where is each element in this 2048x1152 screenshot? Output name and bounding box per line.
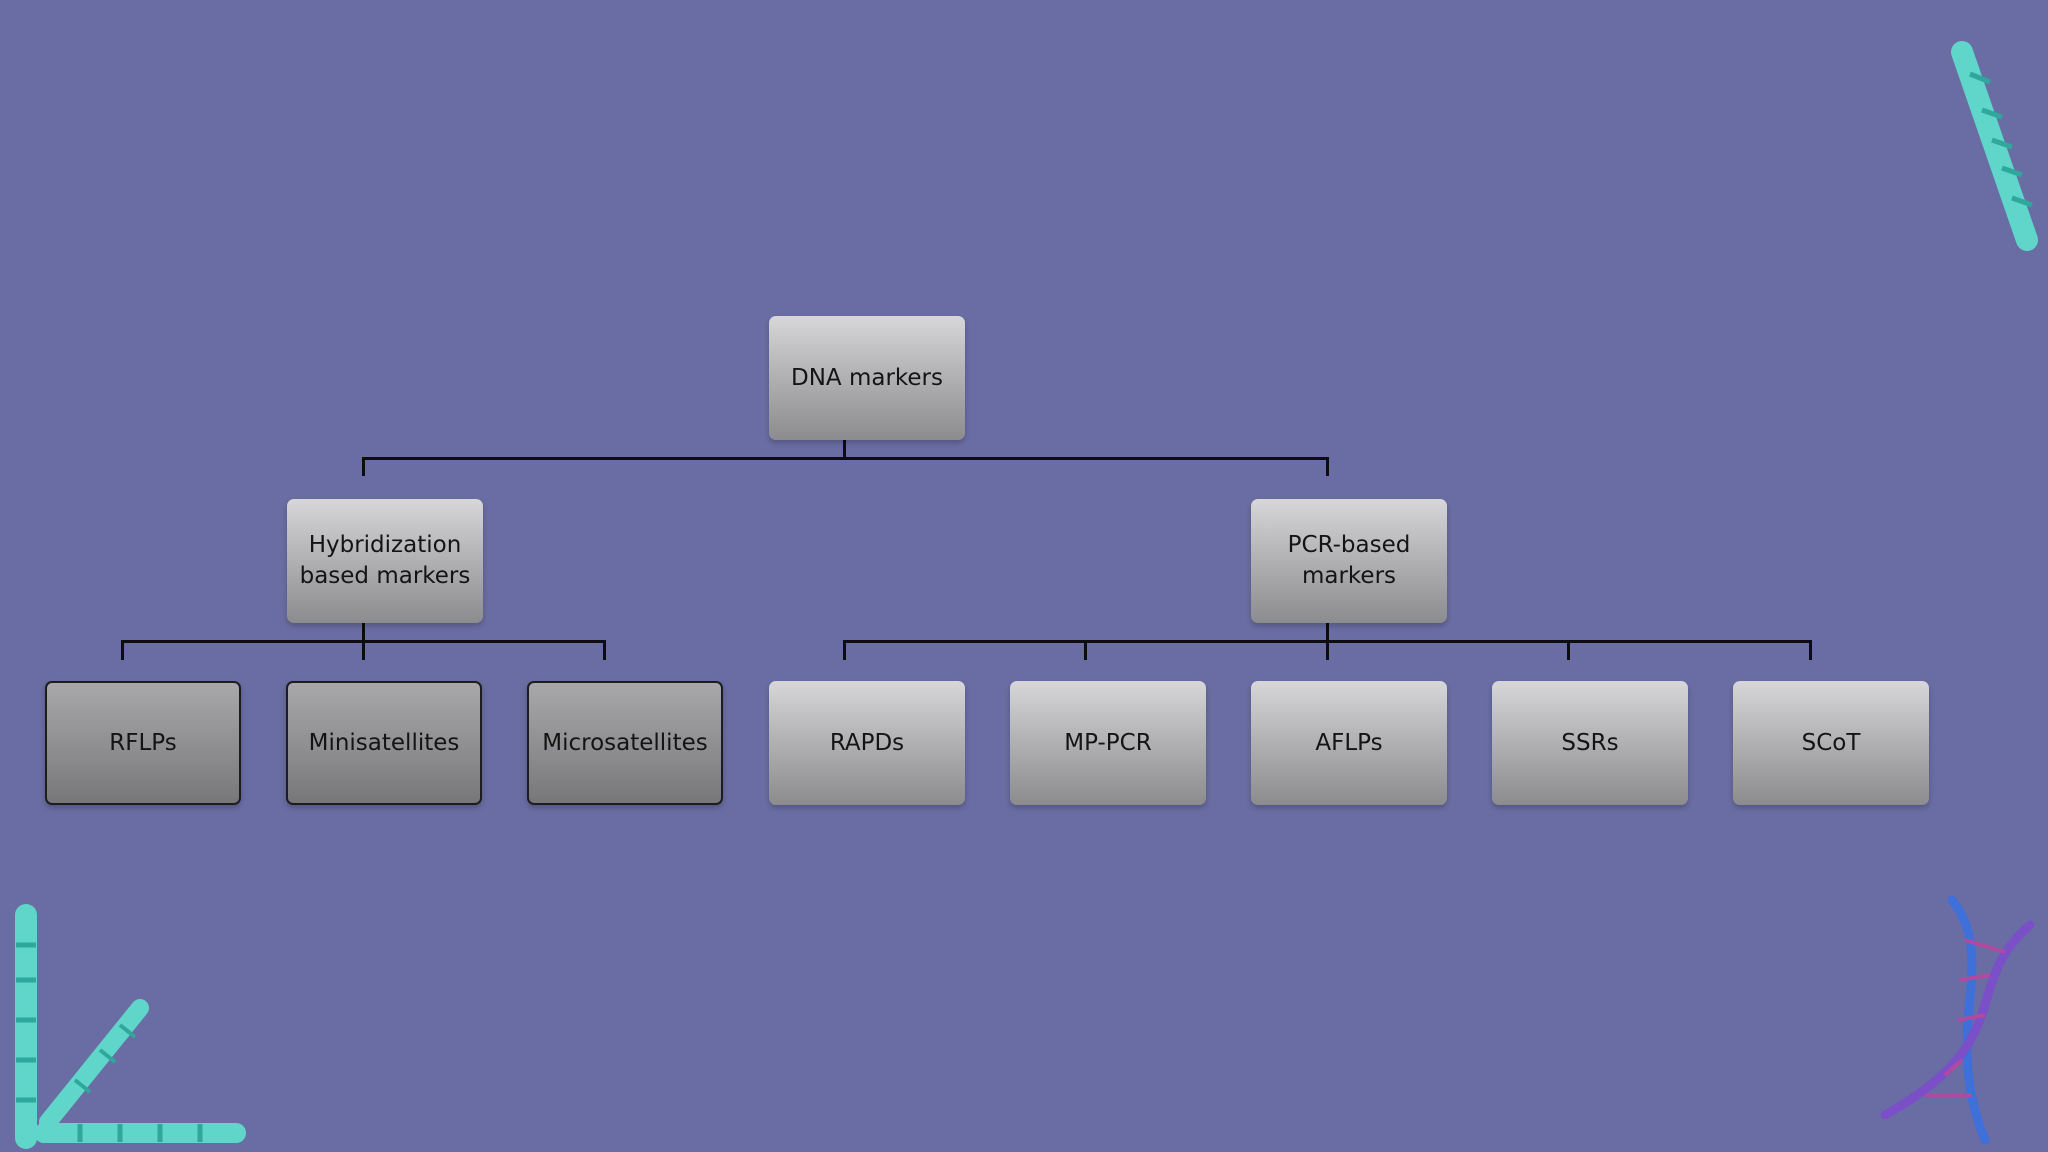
chromosome-icon — [15, 904, 37, 1149]
connector-to-pcr — [1326, 457, 1329, 476]
chromosome-icon — [34, 1123, 246, 1143]
connector-to-aflps — [1326, 640, 1329, 660]
node-scot: SCoT — [1733, 681, 1929, 805]
connector-to-mp-pcr — [1084, 640, 1087, 660]
connector-hybridization-stem — [362, 622, 365, 643]
node-label: MP-PCR — [1064, 729, 1152, 756]
node-label: Minisatellites — [308, 729, 460, 756]
node-rapds: RAPDs — [769, 681, 965, 805]
chromosome-icon — [39, 999, 149, 1131]
node-aflps: AFLPs — [1251, 681, 1447, 805]
connector-to-rflps — [121, 640, 124, 660]
connector-level1-bar — [362, 457, 1329, 460]
node-label: AFLPs — [1315, 729, 1383, 756]
connector-to-hybridization — [362, 457, 365, 476]
connector-to-scot — [1809, 640, 1812, 660]
connector-to-ssrs — [1567, 640, 1570, 660]
connector-to-microsatellites — [603, 640, 606, 660]
connector-to-rapds — [843, 640, 846, 660]
node-label: RFLPs — [109, 729, 177, 756]
node-label: Hybridization based markers — [299, 532, 471, 589]
node-pcr-based-markers: PCR-based markers — [1251, 499, 1447, 623]
node-minisatellites: Minisatellites — [286, 681, 482, 805]
dna-helix-icon — [1880, 895, 2035, 1145]
node-mp-pcr: MP-PCR — [1010, 681, 1206, 805]
node-label: Microsatellites — [542, 729, 708, 756]
connector-to-minisatellites — [362, 640, 365, 660]
node-hybridization-based-markers: Hybridization based markers — [287, 499, 483, 623]
connector-root-stem — [843, 440, 846, 460]
node-label: DNA markers — [790, 364, 943, 391]
node-label: SSRs — [1561, 729, 1619, 756]
node-label: PCR-based markers — [1287, 532, 1411, 589]
node-microsatellites: Microsatellites — [527, 681, 723, 805]
node-ssrs: SSRs — [1492, 681, 1688, 805]
node-dna-markers: DNA markers — [769, 316, 965, 440]
chromosome-icon — [1951, 41, 2038, 251]
connector-pcr-stem — [1326, 622, 1329, 643]
node-label: RAPDs — [829, 729, 905, 756]
node-rflps: RFLPs — [45, 681, 241, 805]
node-label: SCoT — [1801, 729, 1861, 756]
